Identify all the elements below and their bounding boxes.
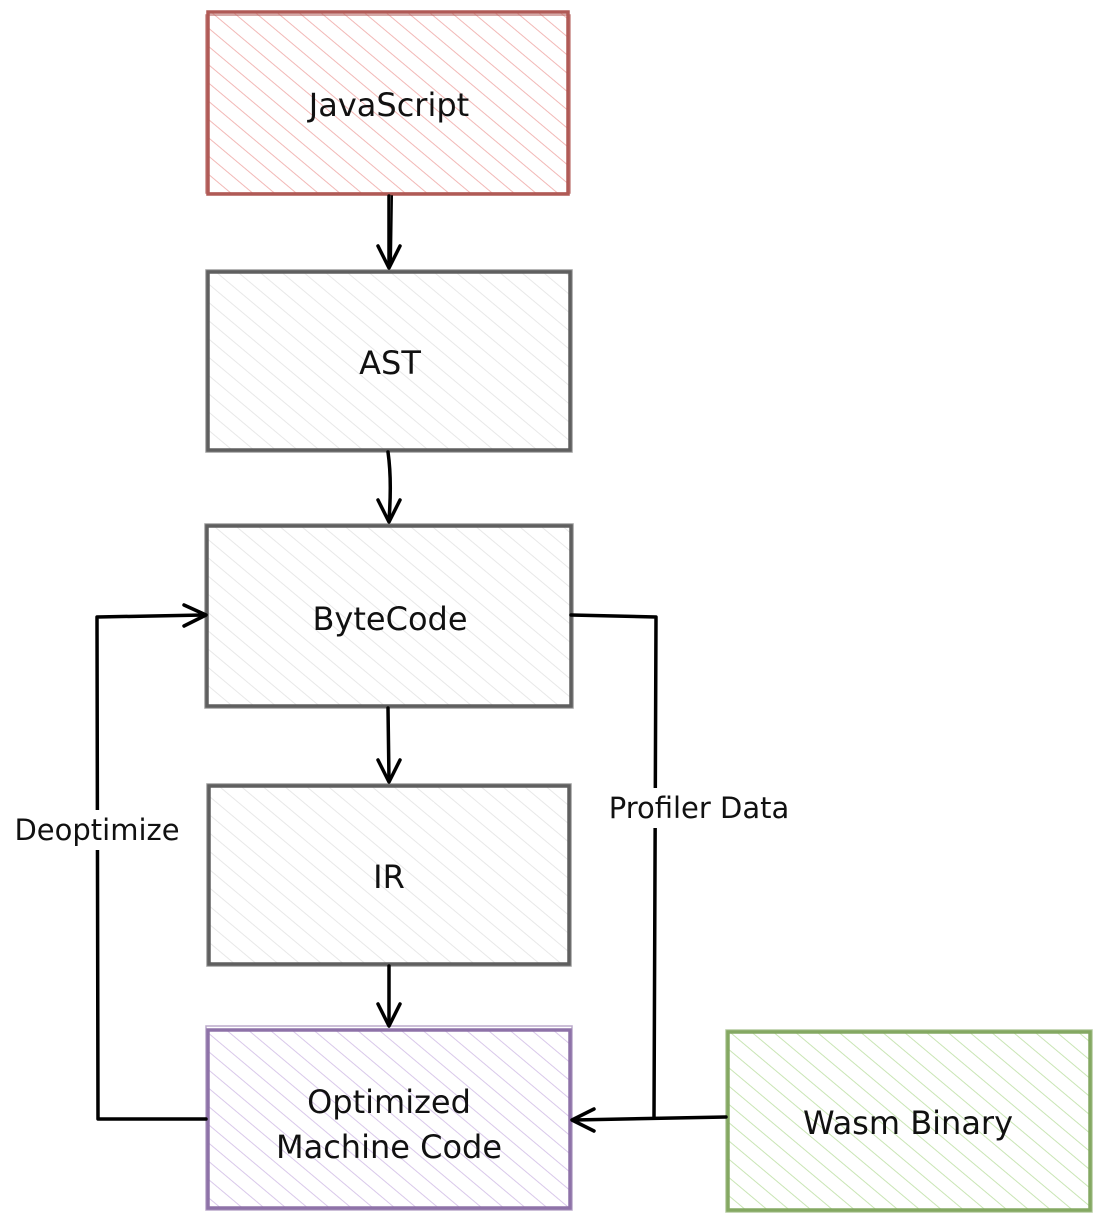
node-ir: IR (206, 783, 572, 967)
arrowhead-icon (376, 1002, 402, 1028)
node-javascript-box (206, 10, 570, 196)
edge-ir-to-optimized (376, 964, 402, 1028)
node-ast-label: AST (359, 344, 421, 382)
node-optimized-machine-code: Optimized Machine Code (205, 1025, 573, 1211)
node-ast-box (206, 270, 572, 452)
arrowhead-icon (376, 244, 402, 270)
node-optimized-label-line1: Optimized (307, 1083, 471, 1121)
node-ir-box (207, 784, 571, 966)
node-javascript-label: JavaScript (307, 86, 469, 124)
arrowhead-icon (570, 1107, 596, 1133)
edge-wasm-to-optimized (570, 1107, 728, 1133)
edge-label-deoptimize: Deoptimize (14, 813, 179, 847)
node-wasm-label: Wasm Binary (803, 1104, 1013, 1142)
edge-javascript-to-ast (376, 194, 402, 270)
edge-label-profiler-group: Profiler Data (594, 788, 804, 828)
edge-deoptimize (95, 603, 208, 1121)
node-wasm-box (726, 1030, 1092, 1212)
arrowhead-icon (376, 498, 402, 524)
node-bytecode: ByteCode (204, 523, 574, 709)
edge-bytecode-to-ir (376, 706, 402, 784)
arrowhead-icon (376, 758, 402, 784)
node-optimized-label-line2: Machine Code (276, 1128, 502, 1166)
node-wasm-binary: Wasm Binary (725, 1029, 1093, 1213)
node-bytecode-box (205, 524, 573, 708)
edge-ast-to-bytecode (376, 450, 402, 524)
node-optimized-box (206, 1028, 572, 1210)
edge-profiler-data (569, 613, 658, 1120)
node-ast: AST (205, 269, 573, 453)
node-bytecode-label: ByteCode (312, 600, 467, 638)
edge-label-deoptimize-group: Deoptimize (8, 810, 186, 850)
node-javascript: JavaScript (205, 10, 571, 196)
node-ir-label: IR (373, 858, 405, 896)
edge-label-profiler-data: Profiler Data (609, 791, 790, 825)
arrowhead-icon (182, 603, 208, 628)
